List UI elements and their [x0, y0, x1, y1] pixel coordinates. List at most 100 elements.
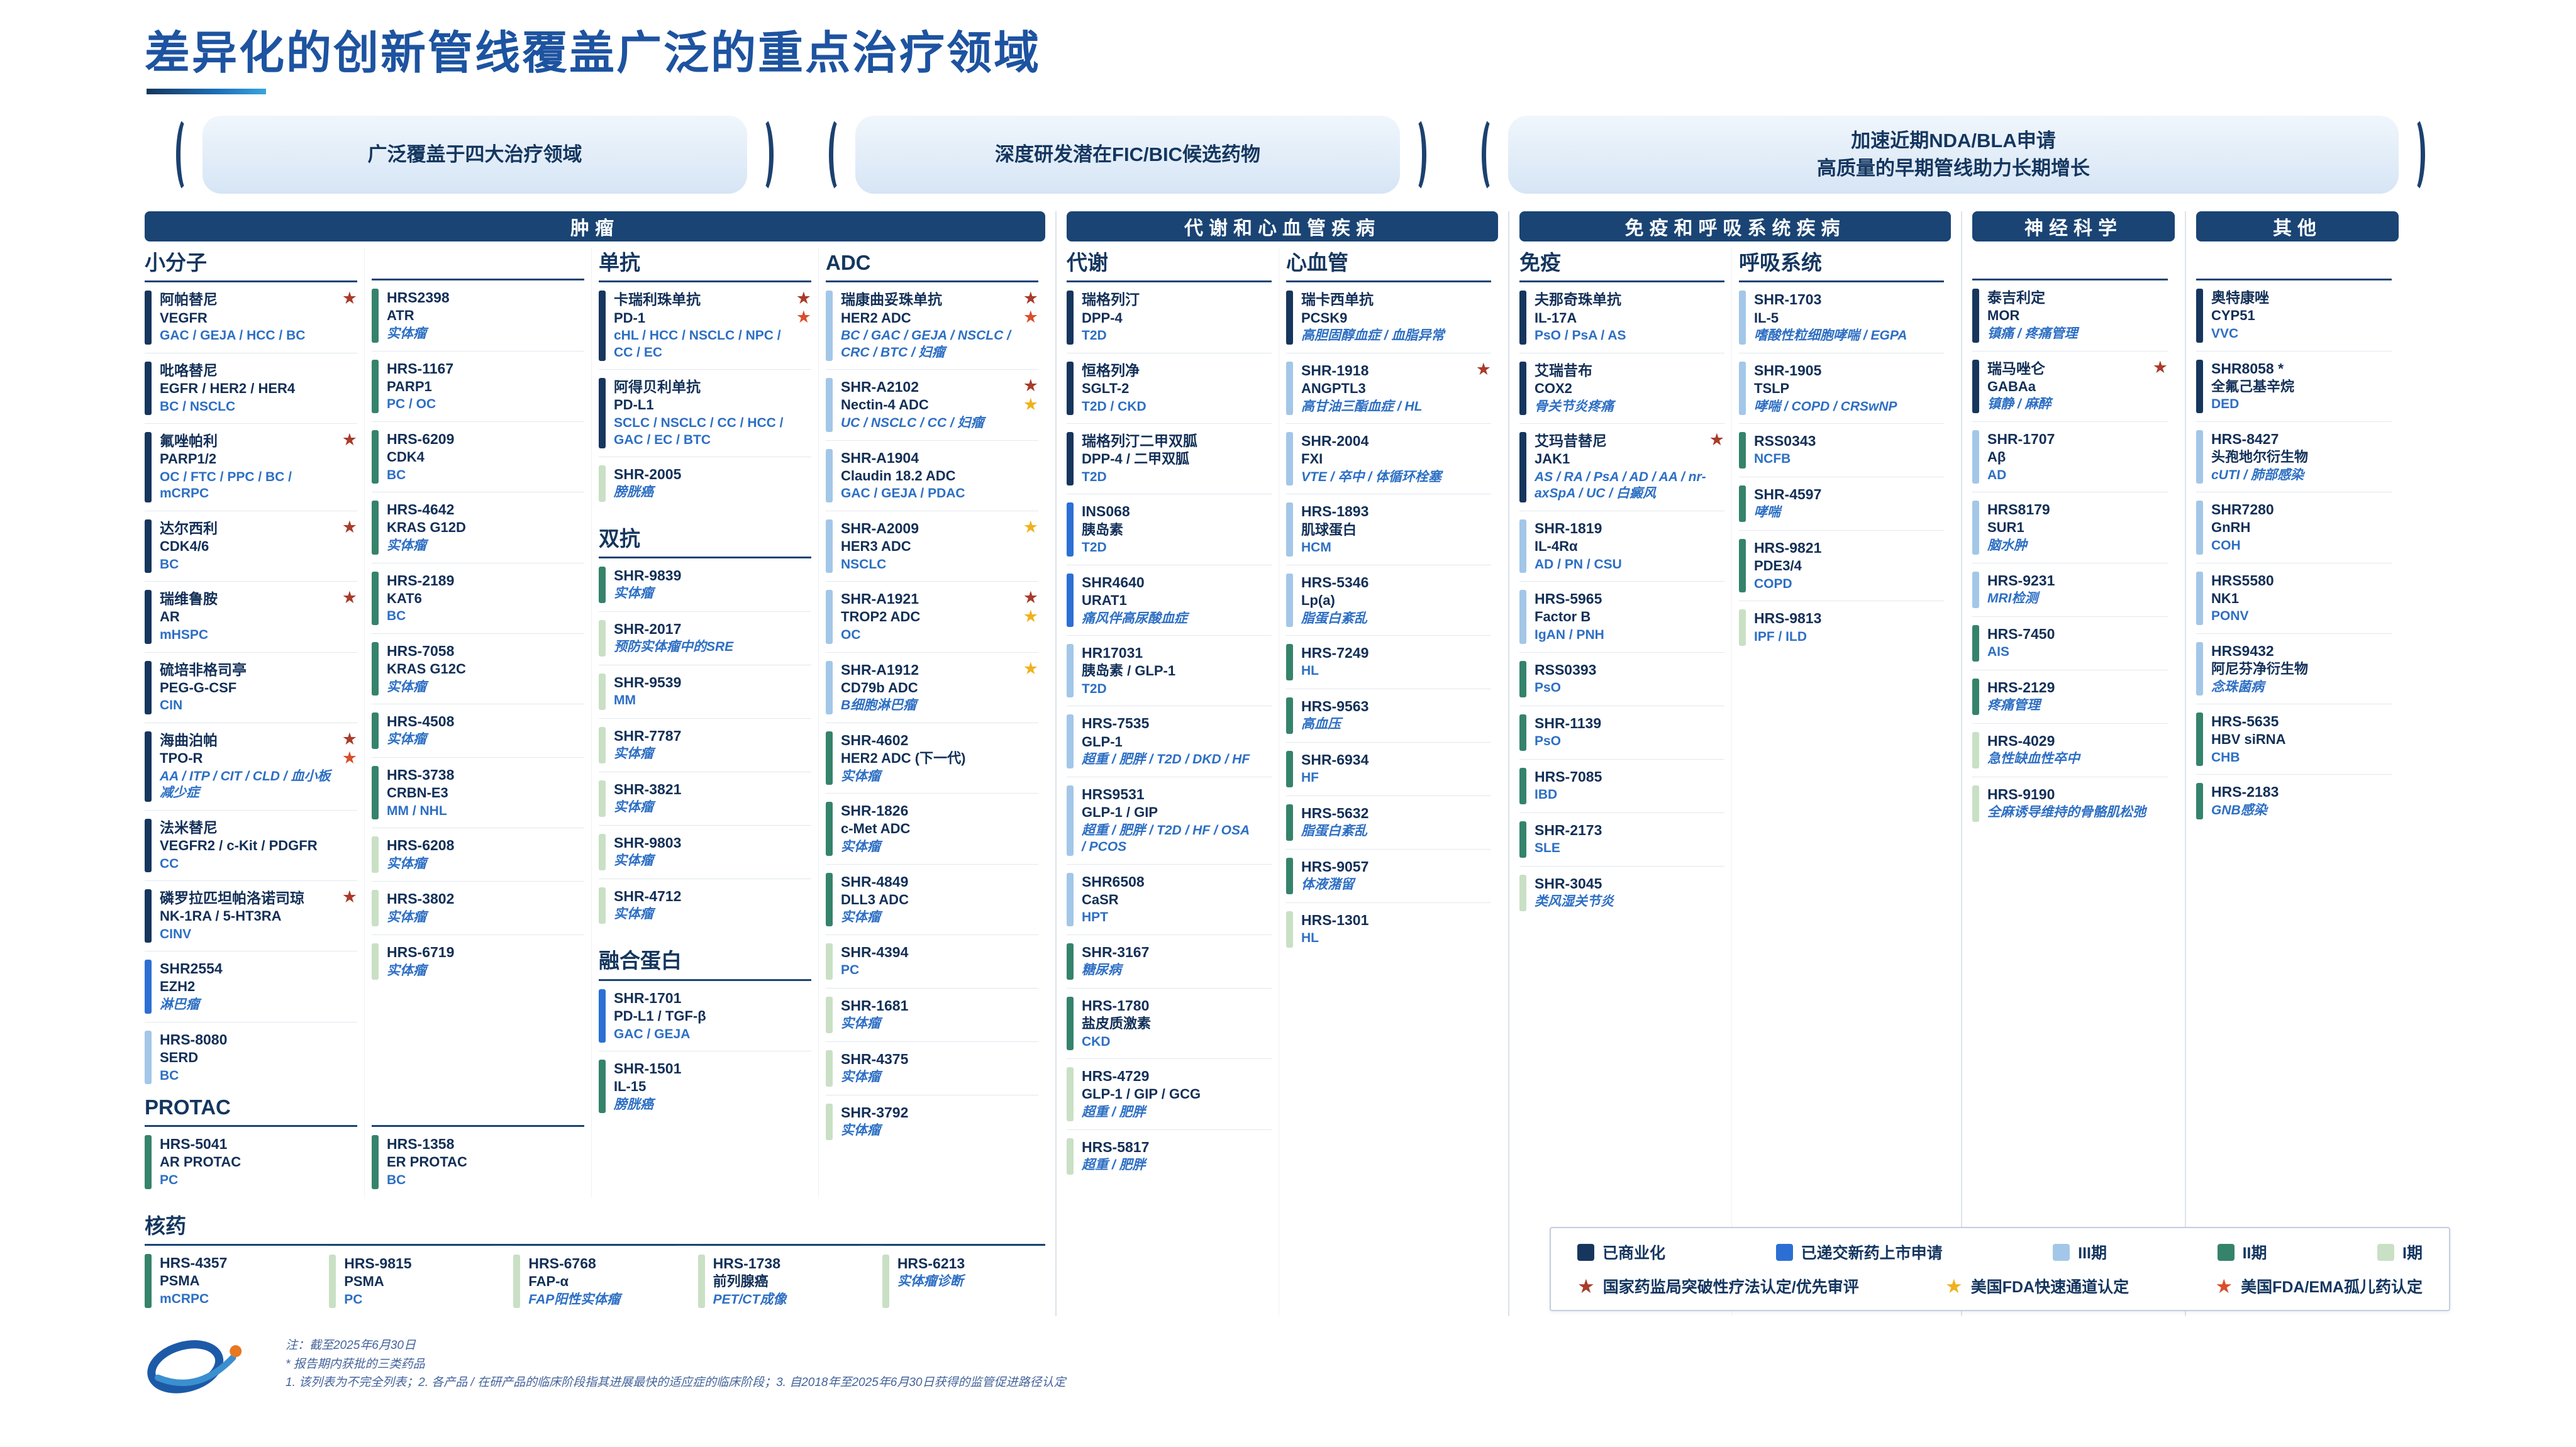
- breakthrough-star-icon: ★: [796, 289, 811, 308]
- phase-indicator: [1067, 644, 1074, 698]
- phase-indicator: [1519, 432, 1526, 502]
- phase-indicator: [145, 1030, 152, 1084]
- drug-name: SHR2554: [160, 960, 223, 977]
- drug-name: HRS2398: [387, 289, 450, 306]
- title-underline: [147, 89, 266, 95]
- drug-target: Nectin-4 ADC: [841, 397, 929, 413]
- drug-name: 阿帕替尼: [160, 291, 218, 308]
- phase-indicator: [145, 590, 152, 644]
- drug-target: Claudin 18.2 ADC: [841, 467, 956, 484]
- phase-indicator: [1286, 573, 1293, 628]
- phase-indicator: [599, 834, 606, 871]
- drug-name: HRS-6213: [897, 1255, 965, 1272]
- phase-indicator: [1739, 609, 1746, 646]
- drug-indications: HF: [1301, 770, 1319, 785]
- drug-name: SHR-1703: [1754, 291, 1822, 308]
- phase-indicator: [826, 291, 833, 362]
- drug-target: Aβ: [1987, 448, 2006, 465]
- phase-indicator: [1739, 539, 1746, 593]
- drug-target: EGFR / HER2 / HER4: [160, 380, 296, 396]
- banner-pill: 广泛覆盖于四大治疗领域: [203, 116, 747, 194]
- drug-name: SHR-1819: [1535, 519, 1602, 536]
- phase-indicator: [1067, 573, 1074, 628]
- right-bracket: [1405, 116, 1426, 194]
- orphan-star-icon: ★: [1023, 308, 1038, 327]
- phase-indicator: [2196, 430, 2203, 484]
- drug-target: PSMA: [344, 1273, 384, 1289]
- drug-indications: 镇痛 / 疼痛管理: [1987, 326, 2078, 341]
- drug-name: SHR-9839: [614, 567, 682, 584]
- drug-name: 法米替尼: [160, 819, 218, 836]
- phase-indicator: [1972, 289, 1979, 343]
- legend-item: III期: [2053, 1241, 2107, 1263]
- phase-indicator: [1972, 731, 1979, 768]
- drug-name: SHR-7787: [614, 728, 682, 745]
- drug-indications: 糖尿病: [1082, 962, 1121, 977]
- phase-indicator: [1286, 502, 1293, 557]
- drug-target: IL-17A: [1535, 309, 1577, 326]
- phase-indicator: [599, 567, 606, 604]
- phase-indicator: [1519, 660, 1526, 697]
- phase-indicator: [599, 989, 606, 1043]
- drug-name: HRS-1738: [713, 1255, 780, 1272]
- drug-name: HRS-7058: [387, 642, 455, 659]
- drug-target: 前列腺癌: [713, 1273, 769, 1289]
- drug-indications: GAC / GEJA / PDAC: [841, 486, 965, 501]
- drug-name: 瑞格列汀二甲双胍: [1082, 433, 1197, 450]
- section-header: 其他: [2196, 211, 2399, 242]
- phase-indicator: [372, 289, 379, 343]
- phase-indicator: [1067, 291, 1074, 345]
- phase-indicator: [882, 1254, 889, 1309]
- drug-name: 瑞卡西单抗: [1301, 291, 1374, 308]
- drug-name: HRS-5635: [2211, 713, 2279, 730]
- drug-indications: 实体瘤: [387, 909, 426, 924]
- drug-indications: DED: [2211, 397, 2240, 412]
- drug-indications: 预防实体瘤中的SRE: [614, 640, 734, 655]
- drug-indications: 脂蛋白紊乱: [1301, 611, 1367, 626]
- drug-name: HRS-9563: [1301, 698, 1369, 715]
- drug-indications: CIN: [160, 698, 183, 713]
